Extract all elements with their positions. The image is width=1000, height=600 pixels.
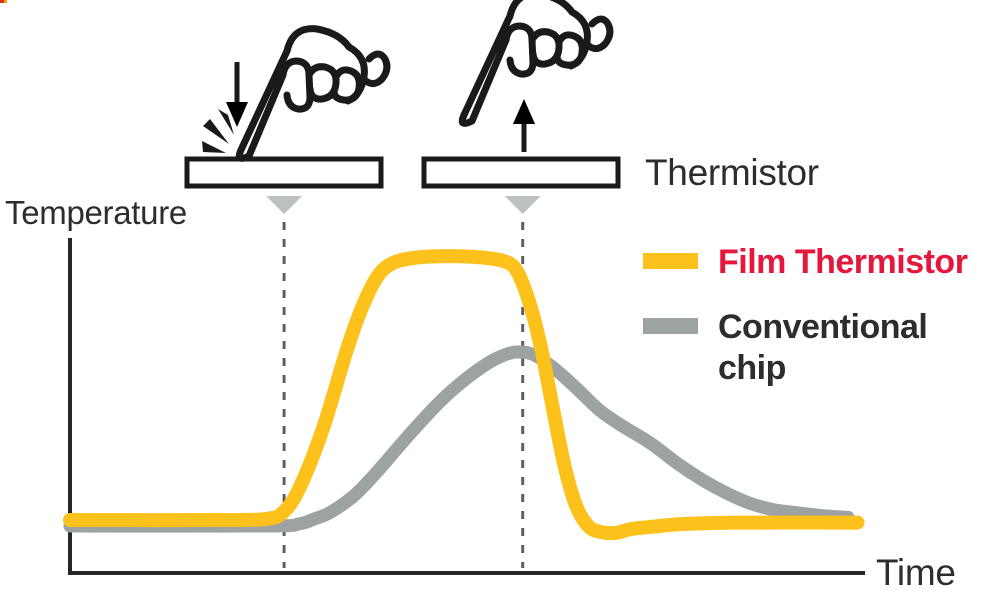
release-event-marker <box>504 196 541 568</box>
thermistor-bar-release <box>421 156 621 189</box>
release-up-arrow-icon <box>513 99 535 152</box>
thermistor-bar-touch <box>184 156 384 189</box>
releasing-hand-icon <box>462 0 610 123</box>
press-impact-marks-icon <box>202 109 234 153</box>
film-thermistor-curve <box>63 249 865 541</box>
temperature-axis-label: Temperature <box>5 194 187 231</box>
release-triangle-icon <box>504 196 541 214</box>
legend-swatch-conventional-icon <box>643 317 698 334</box>
thermistor-label: Thermistor <box>645 152 819 193</box>
press-down-arrow-icon <box>226 62 248 127</box>
corner-mark <box>0 0 7 3</box>
legend-label-conventional: Conventional chip <box>718 307 928 387</box>
legend-label-film: Film Thermistor <box>718 243 968 281</box>
legend-swatch-film-icon <box>643 253 698 269</box>
conventional-chip-curve <box>63 345 855 533</box>
pressing-hand-icon <box>239 29 387 159</box>
time-axis-label: Time <box>876 552 956 593</box>
legend-item-conventional: Conventional chip <box>643 307 995 389</box>
legend: Film Thermistor Conventional chip <box>643 242 995 388</box>
touch-triangle-icon <box>266 196 303 214</box>
touch-event-marker <box>266 196 303 568</box>
legend-item-film: Film Thermistor <box>643 242 995 283</box>
